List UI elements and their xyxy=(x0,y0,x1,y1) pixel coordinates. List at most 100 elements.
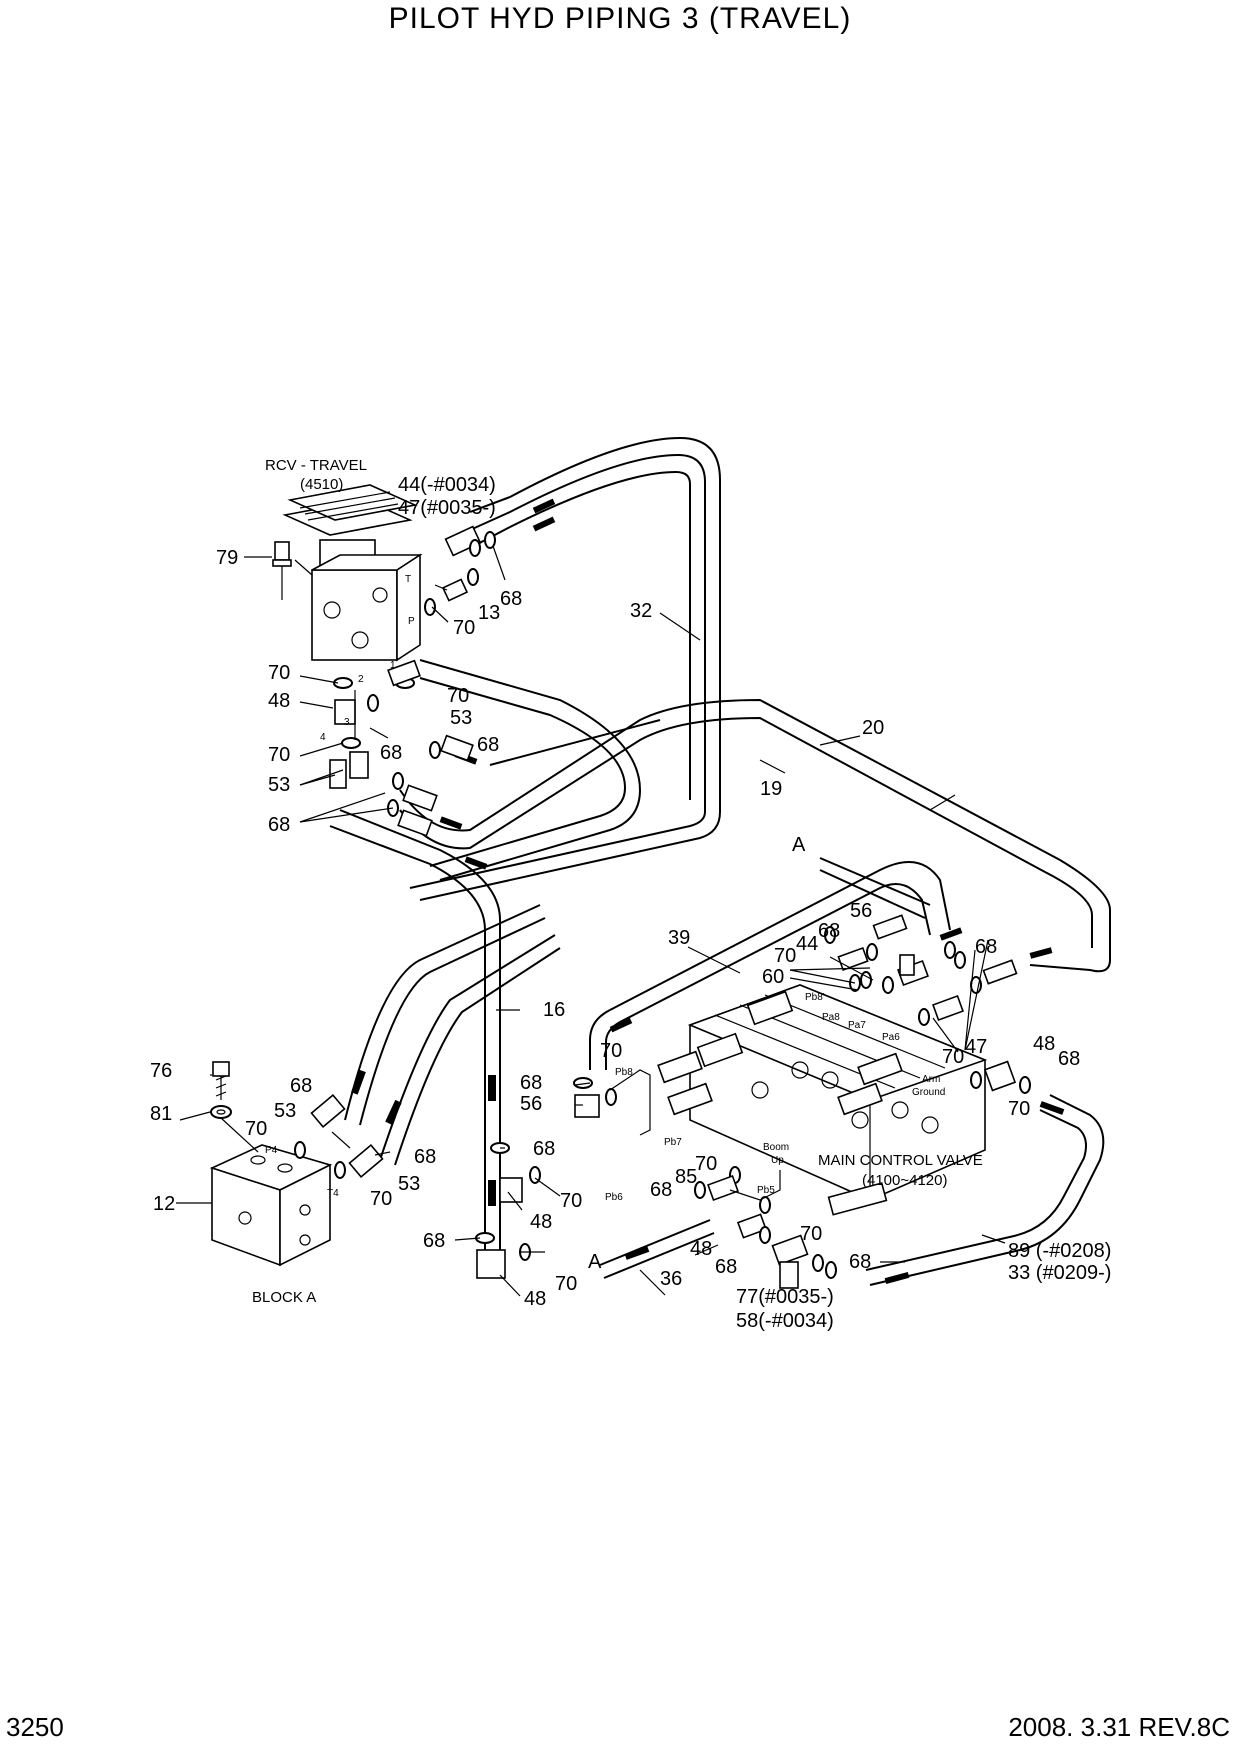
pipe-A-upper xyxy=(819,857,931,919)
port-3: 3 xyxy=(344,717,350,728)
port-Pb7: Pb7 xyxy=(664,1137,682,1148)
callout-53-block: 53 xyxy=(274,1100,296,1122)
callout-68-mcv-right: 68 xyxy=(975,936,997,958)
callout-36: 36 xyxy=(660,1268,682,1290)
callout-68-rcv-right: 68 xyxy=(477,734,499,756)
callout-58: 58(-#0034) xyxy=(736,1310,834,1332)
port-Pa8: Pa8 xyxy=(822,1012,840,1023)
callout-48-pb7: 48 xyxy=(530,1211,552,1233)
callout-68-lower: 68 xyxy=(423,1230,445,1252)
port-Pb8: Pb8 xyxy=(615,1067,633,1078)
port-P4: P4 xyxy=(265,1145,278,1156)
port-T: T xyxy=(405,574,411,585)
callout-47-mcv: 47 xyxy=(965,1036,987,1058)
callout-32: 32 xyxy=(630,600,652,622)
callout-68-mcv-top: 68 xyxy=(818,920,840,942)
callout-53-block-lower: 53 xyxy=(398,1173,420,1195)
leader-lines xyxy=(176,545,1006,1297)
callout-68-tee: 68 xyxy=(849,1251,871,1273)
callout-47: 47(#0035-) xyxy=(398,497,496,519)
section-marker-A-upper: A xyxy=(792,834,806,856)
callout-70-right: 70 xyxy=(1008,1098,1030,1120)
callout-70-pb8: 70 xyxy=(600,1040,622,1062)
port-T4: T4 xyxy=(327,1188,339,1199)
callout-70-lower: 70 xyxy=(555,1273,577,1295)
callout-48-lower: 48 xyxy=(524,1288,546,1310)
callout-70-mcv-lower: 70 xyxy=(942,1046,964,1068)
callout-16: 16 xyxy=(543,999,565,1021)
callout-81: 81 xyxy=(150,1103,172,1125)
callout-85: 85 xyxy=(675,1166,697,1188)
callout-70-block: 70 xyxy=(245,1118,267,1140)
callout-70-rcv-lower: 70 xyxy=(268,744,290,766)
page-number: 3250 xyxy=(6,1712,64,1742)
callout-68-pb8: 68 xyxy=(520,1072,542,1094)
port-Pa7: Pa7 xyxy=(848,1020,866,1031)
callout-56-pb8: 56 xyxy=(520,1093,542,1115)
callout-68-rcv-left: 68 xyxy=(268,814,290,836)
port-Pa6: Pa6 xyxy=(882,1032,900,1043)
revision-date: 2008. 3.31 REV.8C xyxy=(1008,1712,1230,1742)
callout-53-rcv-right: 53 xyxy=(450,707,472,729)
main-control-valve xyxy=(657,984,988,1216)
port-ground: Ground xyxy=(912,1087,945,1098)
callout-70-rcv-right: 70 xyxy=(447,685,469,707)
callout-70-mcv-left: 70 xyxy=(774,945,796,967)
callout-12: 12 xyxy=(153,1193,175,1215)
pipe-16 xyxy=(329,809,501,1250)
callout-70-pb6: 70 xyxy=(695,1153,717,1175)
rcv-fittings xyxy=(329,525,496,837)
callout-53-rcv-left: 53 xyxy=(268,774,290,796)
port-detail-outline xyxy=(609,1069,781,1201)
port-Pb6: Pb6 xyxy=(605,1192,623,1203)
callout-68-block-top: 68 xyxy=(290,1075,312,1097)
callout-77: 77(#0035-) xyxy=(736,1286,834,1308)
callout-76: 76 xyxy=(150,1060,172,1082)
bolt-79 xyxy=(272,541,313,600)
callout-56-mcv: 56 xyxy=(850,900,872,922)
port-P: P xyxy=(408,616,415,627)
callout-60: 60 xyxy=(762,966,784,988)
callout-33: 33 (#0209-) xyxy=(1008,1262,1111,1284)
port-1: 1 xyxy=(390,660,396,671)
pipe-32 xyxy=(409,436,721,901)
port-arm: Arm xyxy=(922,1074,940,1085)
pipe-39 xyxy=(589,861,951,1070)
callout-68-pb6: 68 xyxy=(650,1179,672,1201)
bolt-76-washer-81 xyxy=(210,1061,259,1153)
mcv-fittings xyxy=(475,914,1031,1289)
section-marker-A-lower: A xyxy=(588,1251,602,1273)
callout-68-block-right: 68 xyxy=(414,1146,436,1168)
pipe-36 xyxy=(599,1219,715,1279)
mcv-name-label: MAIN CONTROL VALVE xyxy=(818,1152,983,1169)
rcv-name-label: RCV - TRAVEL xyxy=(265,457,367,474)
pipe-block-hoses xyxy=(344,904,561,1166)
callout-48-pb5: 48 xyxy=(690,1238,712,1260)
callout-89: 89 (-#0208) xyxy=(1008,1240,1111,1262)
callout-68-rcv-top: 68 xyxy=(500,588,522,610)
callout-68-rcv-mid: 68 xyxy=(380,742,402,764)
callout-68-pb7: 68 xyxy=(533,1138,555,1160)
pipe-89-33 xyxy=(865,1094,1105,1286)
callout-79: 79 xyxy=(216,547,238,569)
port-Pb8p: Pb8' xyxy=(805,992,825,1003)
pipe-20-19 xyxy=(399,698,1111,973)
callout-48-rcv: 48 xyxy=(268,690,290,712)
callout-20: 20 xyxy=(862,717,884,739)
callout-70-pb7: 70 xyxy=(560,1190,582,1212)
callout-44: 44(-#0034) xyxy=(398,474,496,496)
block-a xyxy=(209,1093,384,1267)
port-Pb5: Pb5 xyxy=(757,1185,775,1196)
callout-70-block-lower: 70 xyxy=(370,1188,392,1210)
callout-68-pb5: 68 xyxy=(715,1256,737,1278)
callout-70-pb5: 70 xyxy=(800,1223,822,1245)
port-boom: Boom xyxy=(763,1142,789,1153)
callout-70-rcv-left: 70 xyxy=(268,662,290,684)
port-2: 2 xyxy=(358,674,364,685)
rcv-travel-valve xyxy=(282,484,423,662)
callout-19: 19 xyxy=(760,778,782,800)
mcv-code-label: (4100~4120) xyxy=(862,1172,948,1189)
callout-39: 39 xyxy=(668,927,690,949)
callout-68-right: 68 xyxy=(1058,1048,1080,1070)
